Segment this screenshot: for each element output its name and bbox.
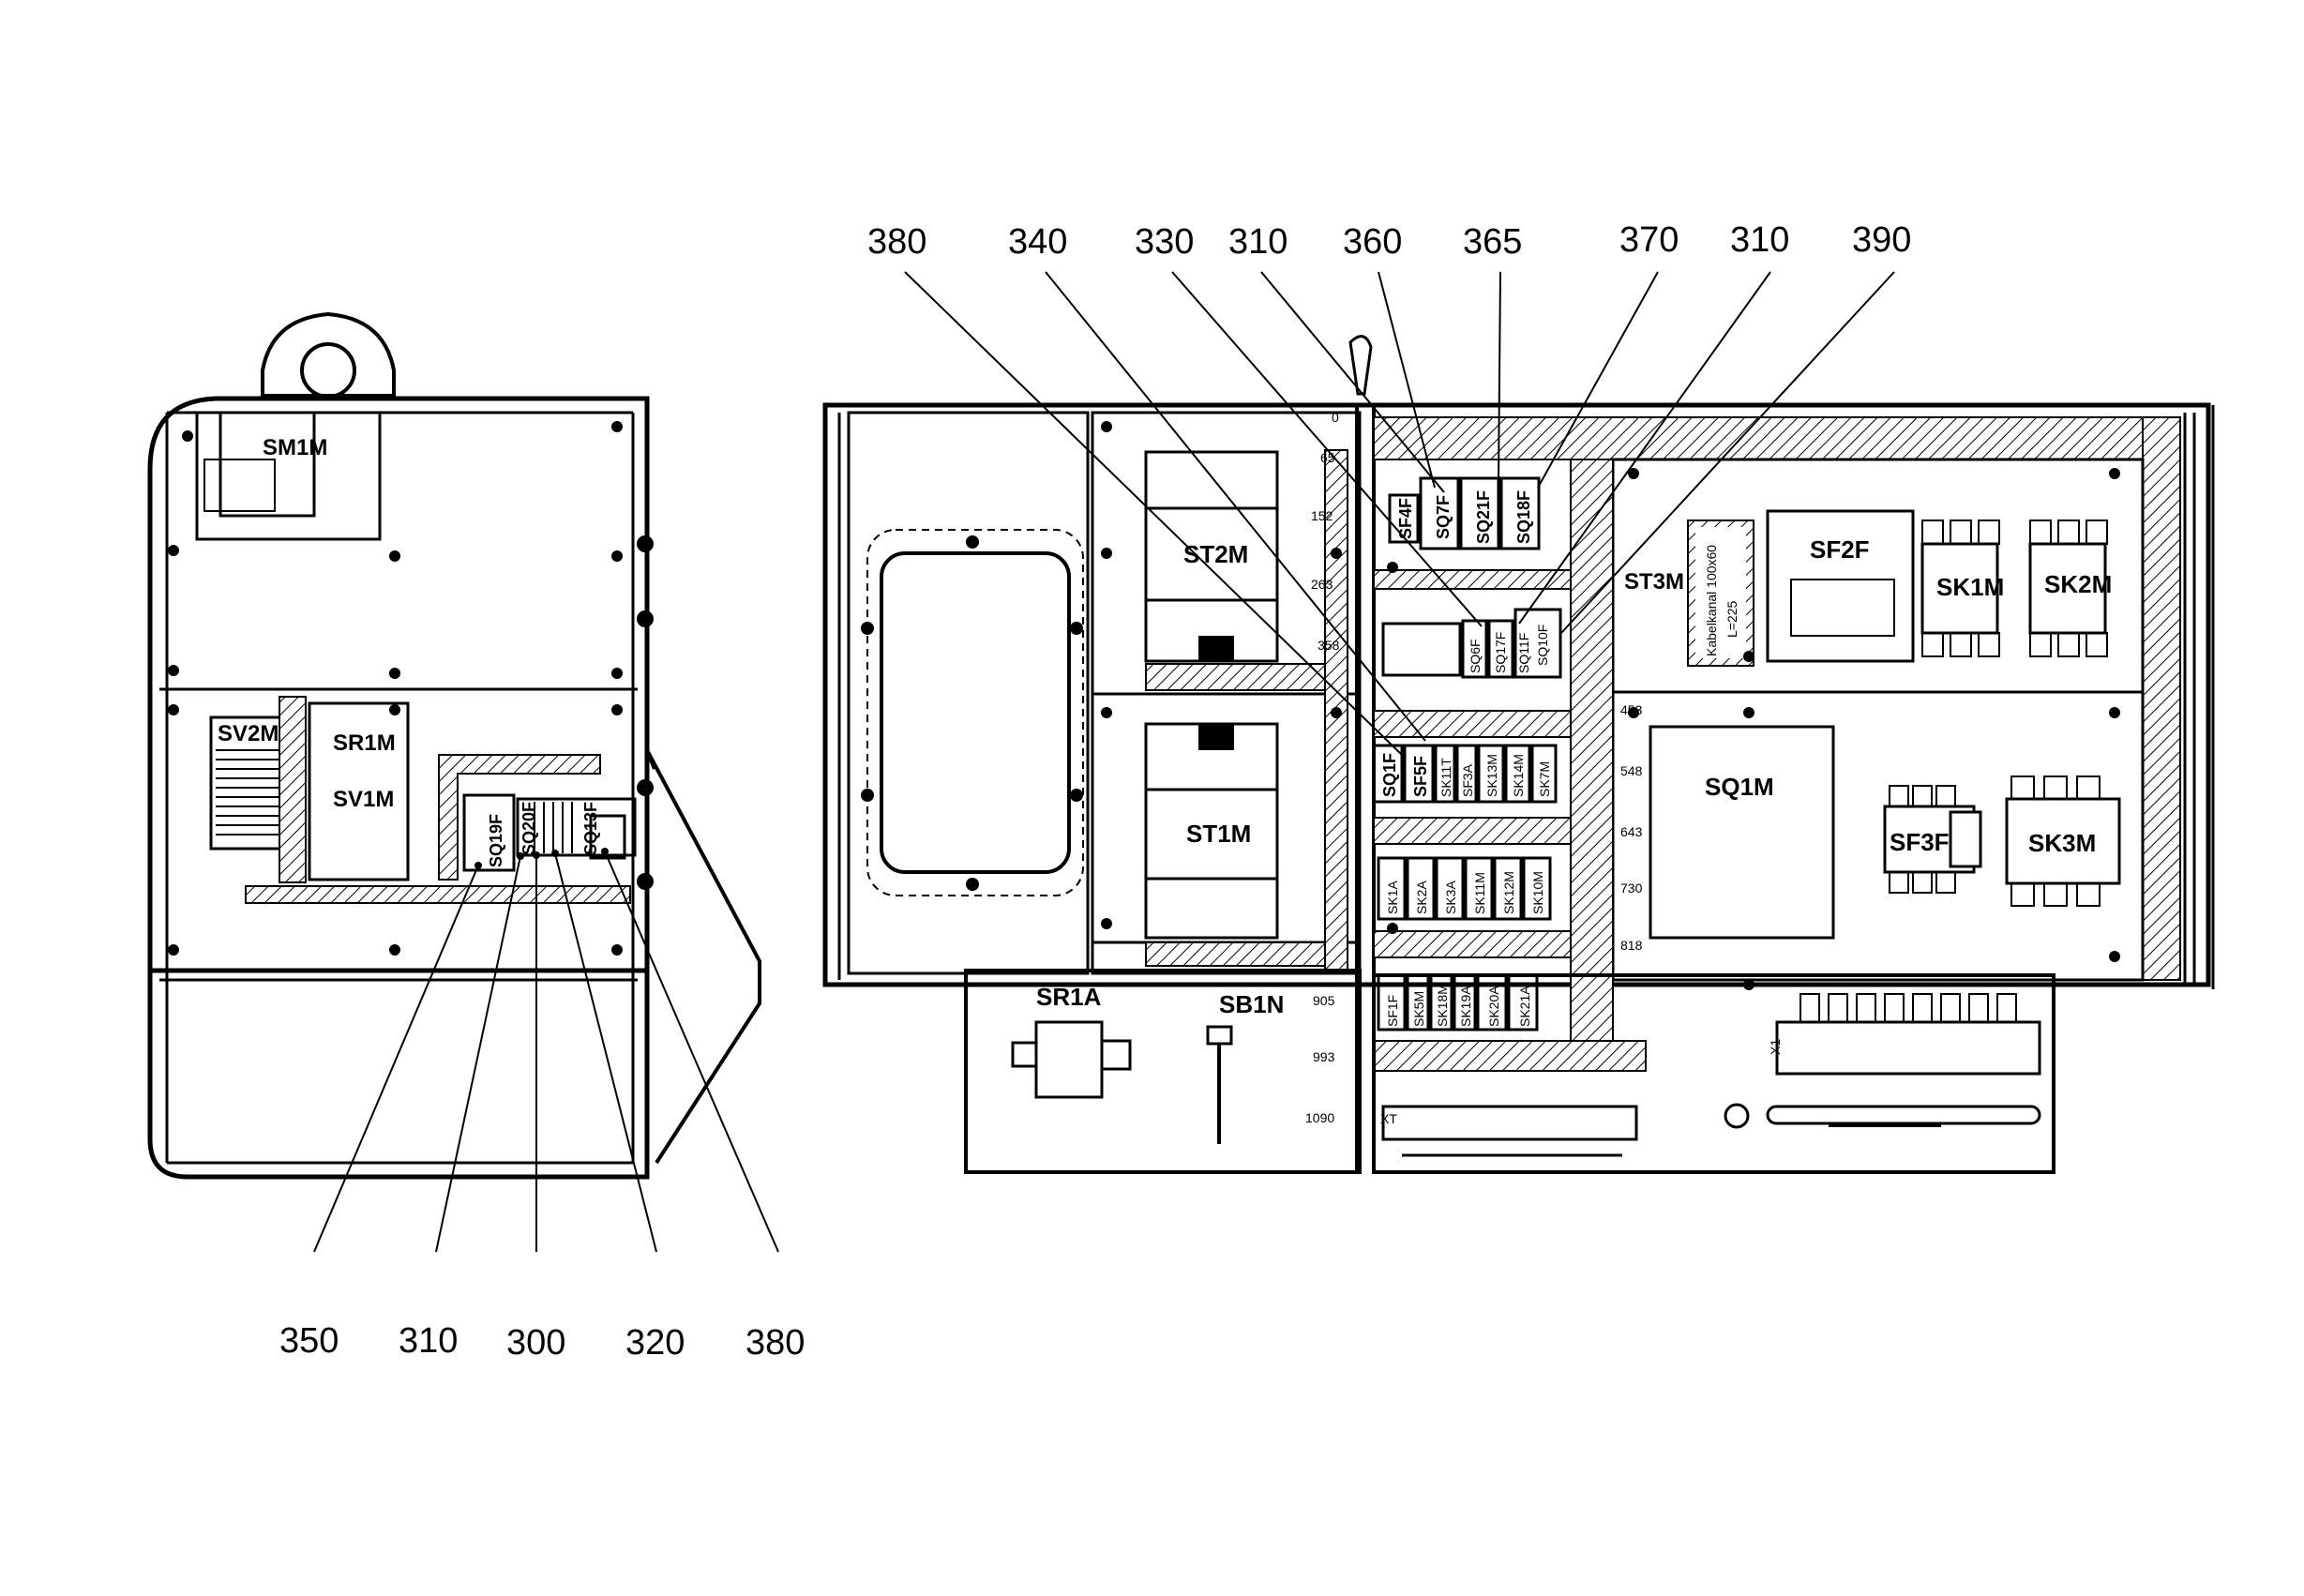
x1-label: X1 — [1768, 1039, 1783, 1055]
st1m-label: ST1M — [1186, 820, 1251, 848]
dim-1090: 1090 — [1305, 1110, 1334, 1125]
st3m-label: ST3M — [1624, 569, 1684, 595]
callout-310-bottom: 310 — [399, 1321, 458, 1361]
sq1m-label: SQ1M — [1705, 773, 1774, 801]
callout-390: 390 — [1852, 220, 1911, 260]
row5-sf1f: SF1F — [1385, 995, 1400, 1027]
row3-sq1f: SQ1F — [1380, 753, 1399, 797]
dim-643: 643 — [1620, 824, 1643, 839]
row2-sq10f: SQ10F — [1535, 625, 1550, 666]
sr1m-label: SR1M — [333, 730, 396, 756]
row3-sf5f: SF5F — [1411, 756, 1430, 797]
callout-310-top-a: 310 — [1228, 222, 1288, 262]
sk3m-label: SK3M — [2028, 829, 2096, 857]
sk2m-label: SK2M — [2044, 570, 2112, 598]
sr1a-label: SR1A — [1036, 983, 1102, 1011]
callout-380-top: 380 — [867, 222, 926, 262]
row3-sk7m: SK7M — [1537, 761, 1552, 797]
callout-360: 360 — [1343, 222, 1402, 262]
xt-label: XT — [1380, 1111, 1397, 1126]
row2-sq17f: SQ17F — [1493, 632, 1508, 673]
row3-sk11t: SK11T — [1438, 758, 1453, 797]
dim-818: 818 — [1620, 938, 1643, 953]
sm1m-label: SM1M — [263, 435, 327, 460]
dim-358: 358 — [1318, 638, 1340, 653]
row4-sk12m: SK12M — [1501, 871, 1516, 914]
sf2f-label: SF2F — [1810, 535, 1870, 564]
top-leader-lines — [904, 271, 1895, 756]
dim-263: 263 — [1311, 577, 1333, 592]
row1-sf4f: SF4F — [1396, 498, 1415, 539]
row4-sk11m: SK11M — [1472, 872, 1487, 914]
callout-370: 370 — [1619, 220, 1679, 260]
dim-905: 905 — [1313, 993, 1335, 1008]
callout-320: 320 — [625, 1323, 685, 1363]
callout-380-bottom: 380 — [745, 1323, 805, 1363]
callout-300: 300 — [506, 1323, 565, 1363]
row3-sk14m: SK14M — [1511, 754, 1526, 797]
callouts-bottom: 350 310 300 320 380 — [279, 1321, 805, 1363]
st2m-label: ST2M — [1183, 540, 1248, 568]
callouts-top: 380 340 330 310 360 365 370 310 390 — [867, 220, 1911, 262]
dimension-labels: 0 65 152 263 358 453 548 643 730 818 905… — [1305, 410, 1643, 1125]
row3-sk13m: SK13M — [1484, 754, 1499, 797]
row5-sk18m: SK18M — [1435, 984, 1450, 1027]
sq20f-label: SQ20F — [520, 802, 538, 855]
callout-350: 350 — [279, 1321, 339, 1361]
dim-152: 152 — [1311, 508, 1333, 523]
dim-548: 548 — [1620, 763, 1643, 778]
sb1n-label: SB1N — [1219, 990, 1284, 1018]
dim-65: 65 — [1320, 450, 1335, 465]
dim-0: 0 — [1332, 410, 1339, 425]
row4-sk3a: SK3A — [1443, 881, 1458, 914]
row5-sk20a: SK20A — [1486, 986, 1501, 1027]
row1-sq7f: SQ7F — [1434, 495, 1453, 539]
row5-sk21a: SK21A — [1517, 986, 1532, 1027]
row4-sk1a: SK1A — [1385, 881, 1400, 914]
row3-sf3a: SF3A — [1460, 763, 1475, 797]
sf3f-label: SF3F — [1890, 828, 1950, 856]
row1-sq18f: SQ18F — [1514, 490, 1533, 544]
kabelkanal-length: L=225 — [1724, 600, 1739, 638]
callout-310-top-b: 310 — [1730, 220, 1789, 260]
row4-sk2a: SK2A — [1414, 881, 1429, 914]
sv1m-label: SV1M — [333, 787, 394, 812]
callout-340: 340 — [1008, 222, 1067, 262]
side-view: SM1M SV2M SR1M SV1M SQ19F SQ20F SQ13F — [147, 311, 779, 1253]
dim-453: 453 — [1620, 702, 1643, 717]
row2-sq6f: SQ6F — [1468, 639, 1483, 673]
kabelkanal-label: Kabelkanal 100x60 — [1704, 545, 1719, 656]
sq19f-label: SQ19F — [487, 814, 505, 867]
row5-sk19a: SK19A — [1458, 986, 1473, 1027]
row4-sk10m: SK10M — [1530, 871, 1545, 914]
callout-330: 330 — [1135, 222, 1194, 262]
sk1m-label: SK1M — [1936, 573, 2004, 601]
callout-365: 365 — [1463, 222, 1522, 262]
dim-993: 993 — [1313, 1049, 1335, 1064]
dim-730: 730 — [1620, 881, 1643, 896]
row1-sq21f: SQ21F — [1474, 490, 1493, 544]
sv2m-label: SV2M — [218, 721, 279, 746]
row2-sq11f: SQ11F — [1516, 633, 1531, 673]
row5-sk5m: SK5M — [1411, 991, 1426, 1027]
front-view: ST2M ST1M SF4F SQ7F — [822, 335, 2215, 1174]
